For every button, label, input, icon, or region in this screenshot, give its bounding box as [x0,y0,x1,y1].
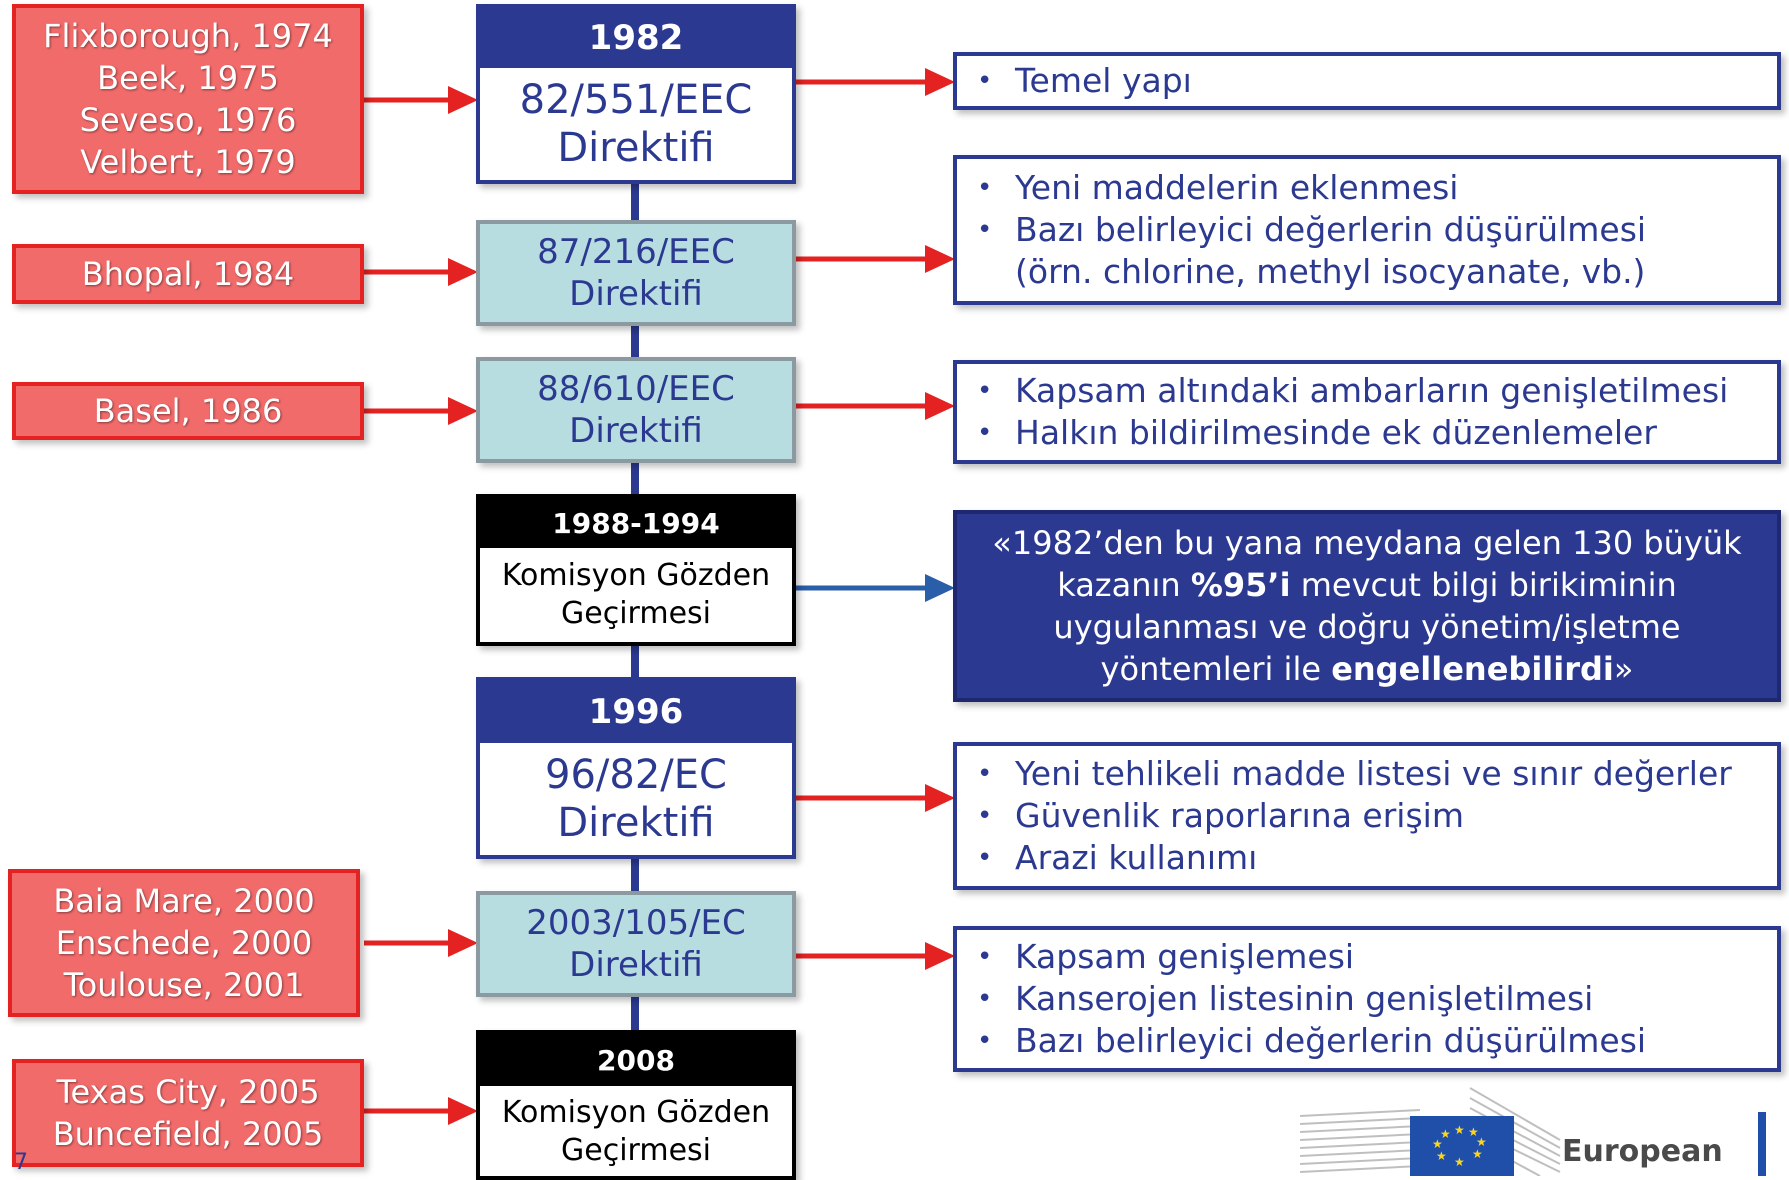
outcome-box-2003: Kapsam genişlemesi Kanserojen listesinin… [953,926,1781,1072]
review-line: Komisyon Gözden [501,1095,771,1130]
outcome-item: Bazı belirleyici değerlerin düşürülmesi [975,209,1777,251]
svg-text:★: ★ [1454,1155,1465,1169]
arrow-head-acc1 [448,86,478,114]
review-quote-text: «1982’den bu yana meydana gelen 130 büyü… [977,522,1757,690]
directive-code: 88/610/EEC [537,369,735,409]
european-commission-logo: ★★★ ★★★ ★★ European [1300,1080,1789,1176]
page-number: 7 [14,1150,28,1175]
directive-label: Direktifi [557,800,715,846]
outcome-item: Kapsam genişlemesi [975,936,1777,978]
svg-text:★: ★ [1436,1149,1447,1163]
directive-label: Direktifi [569,945,703,985]
outcome-list: Yeni tehlikeli madde listesi ve sınır de… [975,753,1777,879]
arrow-head-out5 [925,784,955,812]
accident-box-5: Texas City, 2005 Buncefield, 2005 [12,1059,364,1167]
directive-96-82-ec: 1996 96/82/EC Direktifi [476,677,796,859]
outcome-list: Temel yapı [975,60,1777,102]
accident-box-2: Bhopal, 1984 [12,244,364,304]
accident-line: Enschede, 2000 [55,924,313,962]
outcome-box-1996: Yeni tehlikeli madde listesi ve sınır de… [953,742,1781,890]
directive-88-610-eec: 88/610/EEC Direktifi [476,357,796,463]
accident-line: Toulouse, 2001 [63,966,305,1004]
quote-part: «1982’den bu yana meydana gelen 130 büyü… [992,524,1742,604]
arrow-head-acc3 [448,397,478,425]
svg-text:★: ★ [1468,1125,1479,1139]
logo-text: European [1562,1134,1723,1169]
accident-line: Beek, 1975 [97,59,279,97]
directive-year-header: 1996 [480,681,792,743]
quote-part: mevcut bilgi birikiminin uygulanması ve … [1053,566,1681,688]
outcome-box-1982: Temel yapı [953,52,1781,110]
review-quote-box: «1982’den bu yana meydana gelen 130 büyü… [953,510,1781,702]
directive-2003-105-ec: 2003/105/EC Direktifi [476,891,796,997]
directive-body: 82/551/EEC Direktifi [480,68,792,180]
arrow-head-acc4 [448,929,478,957]
outcome-box-1987: Yeni maddelerin eklenmesi Bazı belirleyi… [953,155,1781,305]
outcome-item: Halkın bildirilmesinde ek düzenlemeler [975,412,1777,454]
arrow-head-acc2 [448,258,478,286]
outcome-list: Yeni maddelerin eklenmesi Bazı belirleyi… [975,167,1777,293]
svg-text:★: ★ [1476,1135,1487,1149]
review-year-header: 1988-1994 [480,498,792,548]
directive-label: Direktifi [557,125,715,171]
accident-line: Bhopal, 1984 [81,255,295,293]
outcome-item: Kanserojen listesinin genişletilmesi [975,978,1777,1020]
arrow-head-out1 [925,68,955,96]
accident-line: Texas City, 2005 [56,1073,320,1111]
accident-box-4: Baia Mare, 2000 Enschede, 2000 Toulouse,… [8,869,360,1017]
outcome-box-1988: Kapsam altındaki ambarların genişletilme… [953,360,1781,464]
arrow-head-out6 [925,942,955,970]
svg-text:★: ★ [1440,1127,1451,1141]
review-line: Komisyon Gözden [501,558,771,593]
eu-flag-icon: ★★★ ★★★ ★★ [1410,1116,1514,1176]
directive-code: 2003/105/EC [526,903,746,943]
quote-bold-verb: engellenebilirdi [1331,650,1614,688]
outcome-item: Temel yapı [975,60,1777,102]
accident-box-3: Basel, 1986 [12,382,364,440]
outcome-item: Yeni tehlikeli madde listesi ve sınır de… [975,753,1777,795]
svg-text:★: ★ [1454,1123,1465,1137]
accident-line: Flixborough, 1974 [43,17,333,55]
accident-line: Buncefield, 2005 [52,1115,324,1153]
accident-line: Seveso, 1976 [79,101,297,139]
directive-87-216-eec: 87/216/EEC Direktifi [476,220,796,326]
accident-line: Velbert, 1979 [80,143,296,181]
directive-code: 87/216/EEC [537,232,735,272]
directive-82-551-eec: 1982 82/551/EEC Direktifi [476,4,796,184]
arrow-head-out2 [925,245,955,273]
accident-line: Basel, 1986 [93,392,283,430]
directive-code: 82/551/EEC [519,77,753,123]
directive-year-header: 1982 [480,8,792,68]
commission-review-2008: 2008 Komisyon Gözden Geçirmesi [476,1030,796,1180]
directive-label: Direktifi [569,411,703,451]
directive-body: 96/82/EC Direktifi [480,743,792,855]
accident-box-1: Flixborough, 1974 Beek, 1975 Seveso, 197… [12,4,364,194]
svg-text:★: ★ [1472,1147,1483,1161]
outcome-item: Kapsam altındaki ambarların genişletilme… [975,370,1777,412]
directive-code: 96/82/EC [545,752,727,798]
logo-divider [1758,1112,1766,1176]
arrow-head-out3 [925,392,955,420]
review-year-header: 2008 [480,1034,792,1086]
arrow-head-out4 [925,574,955,602]
svg-text:★: ★ [1432,1137,1443,1151]
outcome-item: Arazi kullanımı [975,837,1777,879]
outcome-item: Yeni maddelerin eklenmesi [975,167,1777,209]
commission-review-1988-1994: 1988-1994 Komisyon Gözden Geçirmesi [476,494,796,646]
outcome-list: Kapsam altındaki ambarların genişletilme… [975,370,1777,454]
quote-bold-percent: %95’i [1190,566,1291,604]
review-line: Geçirmesi [561,596,711,631]
outcome-item: Güvenlik raporlarına erişim [975,795,1777,837]
review-body: Komisyon Gözden Geçirmesi [480,548,792,642]
outcome-item-continuation: (örn. chlorine, methyl isocyanate, vb.) [1015,252,1646,291]
accident-line: Baia Mare, 2000 [53,882,315,920]
outcome-item: Bazı belirleyici değerlerin düşürülmesi [975,1020,1777,1062]
directive-label: Direktifi [569,274,703,314]
outcome-list: Kapsam genişlemesi Kanserojen listesinin… [975,936,1777,1062]
quote-part: » [1613,650,1634,688]
arrow-head-acc5 [448,1097,478,1125]
review-body: Komisyon Gözden Geçirmesi [480,1086,792,1178]
review-line: Geçirmesi [561,1133,711,1168]
